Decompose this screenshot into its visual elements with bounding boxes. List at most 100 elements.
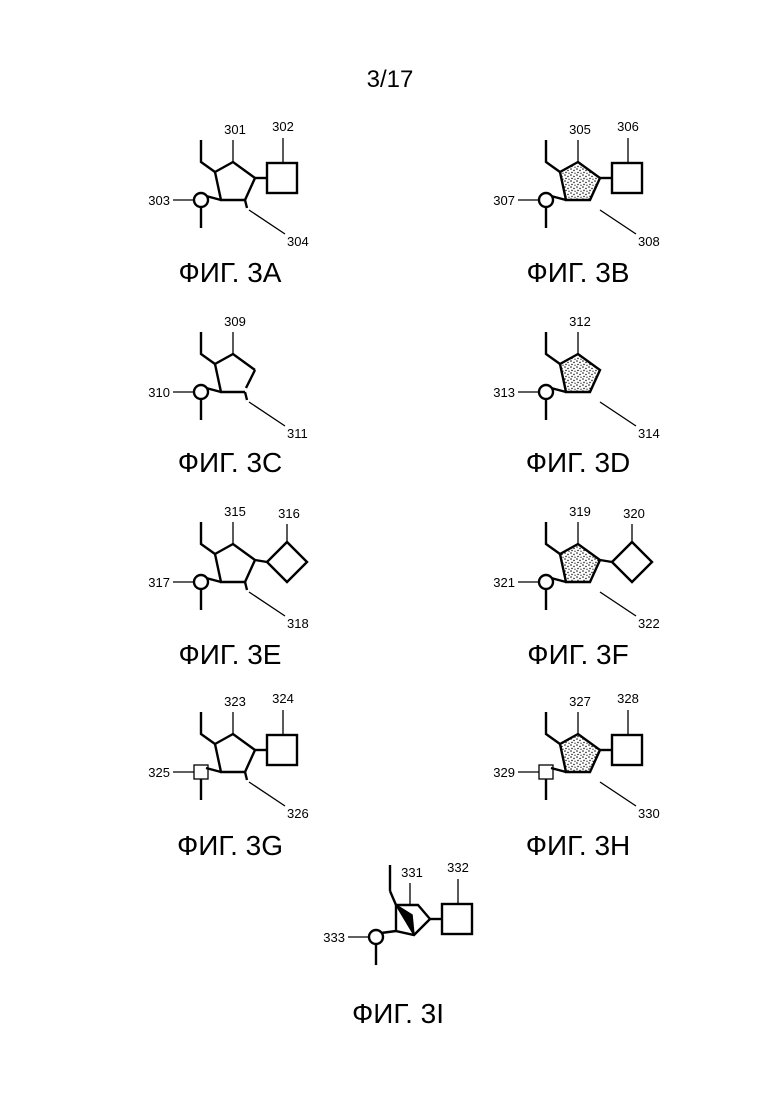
- ref-bond: 311: [287, 426, 308, 441]
- figure-caption: ФИГ. 3А: [179, 257, 282, 288]
- linker-square: [194, 765, 208, 779]
- bond-leader: [600, 210, 636, 234]
- figure-3i: 333 332 331ФИГ. 3I: [323, 860, 472, 1029]
- ref-linker: 329: [493, 765, 515, 780]
- pentose-ring: [215, 544, 255, 582]
- ethyl-substituent: [546, 140, 560, 172]
- ref-bond: 304: [287, 234, 309, 249]
- figure-3d: 313 312 314ФИГ. 3D: [493, 314, 659, 478]
- bond-stub: [245, 200, 247, 208]
- ref-linker: 307: [493, 193, 515, 208]
- ethyl-substituent: [546, 712, 560, 744]
- ref-bond: 326: [287, 806, 309, 821]
- diamond-group: [612, 542, 652, 582]
- pentose-ring: [215, 162, 255, 200]
- ref-square: 328: [617, 691, 639, 706]
- ref-bond: 308: [638, 234, 660, 249]
- linker-circle: [194, 575, 208, 589]
- figure-3a: 303 302 301 304ФИГ. 3А: [148, 119, 308, 288]
- figure-caption: ФИГ. 3I: [352, 998, 444, 1029]
- stippled-ring: [560, 544, 600, 582]
- bond-stub: [245, 392, 247, 400]
- linker-circle: [539, 575, 553, 589]
- ref-ring: 319: [569, 504, 591, 519]
- ref-ring: 305: [569, 122, 591, 137]
- pentose-ring: [215, 734, 255, 772]
- ref-bond: 322: [638, 616, 660, 631]
- ethyl-substituent: [201, 522, 215, 554]
- figure-3f: 321 320 319 322ФИГ. 3F: [493, 504, 659, 670]
- ref-bond: 318: [287, 616, 309, 631]
- bond-leader: [249, 592, 285, 616]
- ref-linker: 333: [323, 930, 345, 945]
- figure-caption: ФИГ. 3В: [527, 257, 630, 288]
- ref-square: 302: [272, 119, 294, 134]
- square-group: [267, 163, 297, 193]
- ref-ring: 323: [224, 694, 246, 709]
- ref-square: 320: [623, 506, 645, 521]
- ethyl-substituent: [201, 332, 215, 364]
- linker-circle: [194, 385, 208, 399]
- linker-square: [539, 765, 553, 779]
- bond-leader: [249, 782, 285, 806]
- stippled-ring: [560, 734, 600, 772]
- ref-square: 306: [617, 119, 639, 134]
- ref-linker: 310: [148, 385, 170, 400]
- ethyl-substituent: [546, 332, 560, 364]
- diamond-bond: [600, 560, 612, 562]
- bond-leader: [249, 402, 285, 426]
- ref-linker: 303: [148, 193, 170, 208]
- ring-edge: [246, 370, 255, 388]
- ethyl-bond: [390, 891, 396, 905]
- bond-leader: [600, 592, 636, 616]
- linker-circle: [539, 385, 553, 399]
- diamond-bond: [255, 560, 267, 562]
- ref-linker: 325: [148, 765, 170, 780]
- linker-circle: [369, 930, 383, 944]
- stippled-ring: [560, 162, 600, 200]
- ref-square: 316: [278, 506, 300, 521]
- ref-square: 324: [272, 691, 294, 706]
- figure-caption: ФИГ. 3Е: [179, 639, 282, 670]
- figure-caption: ФИГ. 3F: [527, 639, 628, 670]
- bond-leader: [600, 402, 636, 426]
- linker-circle: [194, 193, 208, 207]
- ref-square: 332: [447, 860, 469, 875]
- ref-ring: 331: [401, 865, 423, 880]
- figure-caption: ФИГ. 3G: [177, 830, 283, 861]
- ref-bond: 314: [638, 426, 660, 441]
- square-group: [612, 163, 642, 193]
- square-group: [442, 904, 472, 934]
- bond-stub: [245, 582, 247, 590]
- figure-3e: 317 316 315 318ФИГ. 3Е: [148, 504, 308, 670]
- ref-linker: 321: [493, 575, 515, 590]
- ref-bond: 330: [638, 806, 660, 821]
- bond-stub: [245, 772, 247, 780]
- ethyl-substituent: [201, 712, 215, 744]
- ref-ring: 327: [569, 694, 591, 709]
- ref-ring: 309: [224, 314, 246, 329]
- figure-3h: 329 328 327 330ФИГ. 3Н: [493, 691, 659, 861]
- open-ring: [215, 354, 255, 392]
- ref-ring: 301: [224, 122, 246, 137]
- linker-circle: [539, 193, 553, 207]
- figure-caption: ФИГ. 3С: [178, 447, 283, 478]
- ethyl-substituent: [201, 140, 215, 172]
- bond-leader: [249, 210, 285, 234]
- figure-caption: ФИГ. 3Н: [526, 830, 631, 861]
- figure-3g: 325 324 323 326ФИГ. 3G: [148, 691, 308, 861]
- linker-bond: [381, 931, 396, 933]
- ref-ring: 315: [224, 504, 246, 519]
- ref-linker: 313: [493, 385, 515, 400]
- stippled-ring: [560, 354, 600, 392]
- diamond-group: [267, 542, 307, 582]
- ref-linker: 317: [148, 575, 170, 590]
- square-group: [612, 735, 642, 765]
- bond-leader: [600, 782, 636, 806]
- figure-3c: 310 309 311ФИГ. 3С: [148, 314, 307, 478]
- square-group: [267, 735, 297, 765]
- ref-ring: 312: [569, 314, 591, 329]
- figure-caption: ФИГ. 3D: [526, 447, 631, 478]
- figure-3b: 307 306 305 308ФИГ. 3В: [493, 119, 659, 288]
